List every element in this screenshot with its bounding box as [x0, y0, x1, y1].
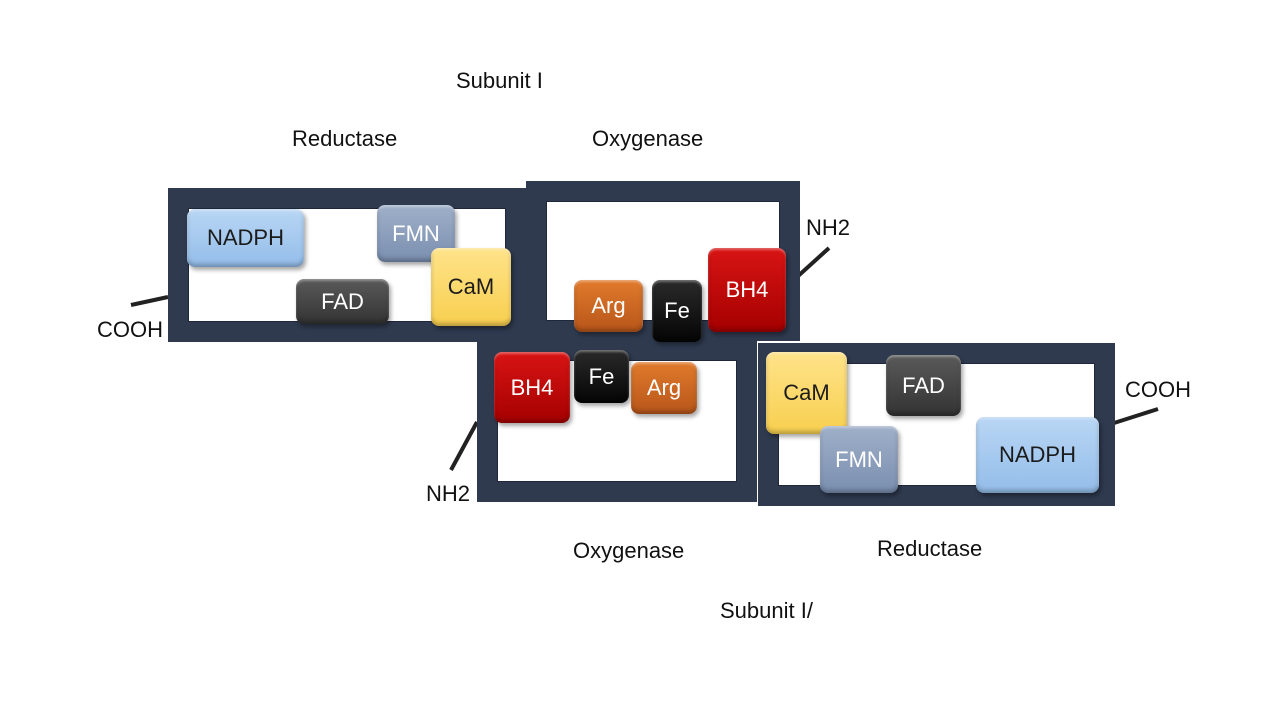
bottom-fad-cofactor: FAD [886, 355, 961, 416]
top-bh4-cofactor: BH4 [708, 248, 786, 332]
top-cooh-connector [130, 295, 169, 307]
bottom-cam-cofactor: CaM [766, 352, 847, 434]
bottom-fe-heme: Fe [574, 350, 629, 403]
subunit-bottom-label: Subunit I/ [720, 598, 813, 623]
bottom-nh2-label: NH2 [426, 481, 471, 506]
top-nh2-connector [795, 246, 831, 279]
top-nadph-cofactor: NADPH [187, 209, 304, 267]
bottom-cooh-label: COOH [1125, 377, 1191, 402]
top-fad-cofactor: FAD [296, 279, 389, 324]
top-oxygenase-label: Oxygenase [592, 126, 704, 151]
top-nh2-label: NH2 [806, 215, 851, 240]
bottom-nadph-cofactor: NADPH [976, 417, 1099, 493]
bottom-cooh-connector [1113, 407, 1159, 425]
bottom-reductase-label: Reductase [877, 536, 983, 561]
top-arg-substrate: Arg [574, 280, 643, 332]
top-fe-heme: Fe [652, 280, 702, 342]
top-cam-cofactor: CaM [431, 248, 511, 326]
bottom-nh2-connector [449, 421, 479, 471]
top-reductase-label: Reductase [292, 126, 398, 151]
bottom-fmn-cofactor: FMN [820, 426, 898, 493]
bottom-arg-substrate: Arg [631, 362, 697, 414]
bottom-oxygenase-label: Oxygenase [573, 538, 685, 563]
top-cooh-label: COOH [97, 317, 163, 342]
bottom-bh4-cofactor: BH4 [494, 352, 570, 423]
subunit-top-label: Subunit I [456, 68, 543, 93]
